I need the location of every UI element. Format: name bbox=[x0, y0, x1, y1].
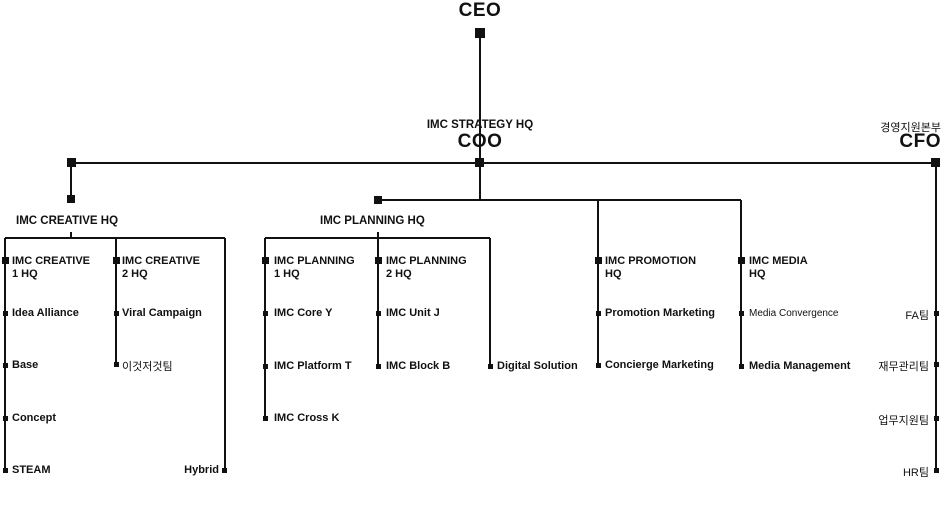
cfo-team: 업무지원팀 bbox=[878, 415, 929, 427]
cfo-team: FA팀 bbox=[905, 310, 929, 322]
creative-unit2-label: IMC CREATIVE 2 HQ bbox=[122, 255, 201, 280]
media-team: Media Management bbox=[749, 360, 851, 372]
creative-unit1-label: IMC CREATIVE 1 HQ bbox=[12, 255, 91, 280]
creative-unit1-team: Concept bbox=[12, 412, 56, 424]
cfo-caption: 경영지원본부 bbox=[880, 122, 941, 134]
planning-unit1-label: IMC PLANNING 1 HQ bbox=[274, 255, 355, 280]
planning-digital-team: Digital Solution bbox=[497, 360, 578, 372]
creative-hybrid-team: Hybrid bbox=[184, 464, 219, 476]
coo-caption: IMC STRATEGY HQ bbox=[426, 119, 534, 131]
promotion-hq-label: IMC PROMOTION HQ bbox=[605, 255, 697, 280]
creative-unit1-team: STEAM bbox=[12, 464, 51, 476]
planning-unit2-label: IMC PLANNING 2 HQ bbox=[386, 255, 467, 280]
planning-hq-label: IMC PLANNING HQ bbox=[320, 215, 425, 227]
planning-unit2-team: IMC Unit J bbox=[386, 307, 440, 319]
creative-hq-label: IMC CREATIVE HQ bbox=[16, 215, 119, 227]
creative-unit2-team: Viral Campaign bbox=[122, 307, 202, 319]
cfo-team: 재무관리팀 bbox=[878, 361, 929, 373]
creative-unit1-team: Idea Alliance bbox=[12, 307, 79, 319]
coo-title: COO bbox=[457, 131, 503, 152]
creative-unit1-team: Base bbox=[12, 359, 39, 371]
cfo-title: CFO bbox=[899, 131, 941, 152]
cfo-team: HR팀 bbox=[902, 467, 929, 479]
promotion-team: Promotion Marketing bbox=[605, 307, 716, 319]
planning-unit2-team: IMC Block B bbox=[386, 360, 451, 372]
planning-unit1-team: IMC Cross K bbox=[274, 412, 340, 424]
promotion-team: Concierge Marketing bbox=[605, 359, 714, 371]
planning-unit1-team: IMC Platform T bbox=[274, 360, 352, 372]
planning-unit1-team: IMC Core Y bbox=[274, 307, 333, 319]
creative-unit2-team: 이것저것팀 bbox=[122, 361, 173, 373]
media-hq-label: IMC MEDIA HQ bbox=[749, 255, 808, 280]
ceo-title: CEO bbox=[458, 0, 502, 21]
media-team: Media Convergence bbox=[749, 308, 839, 319]
